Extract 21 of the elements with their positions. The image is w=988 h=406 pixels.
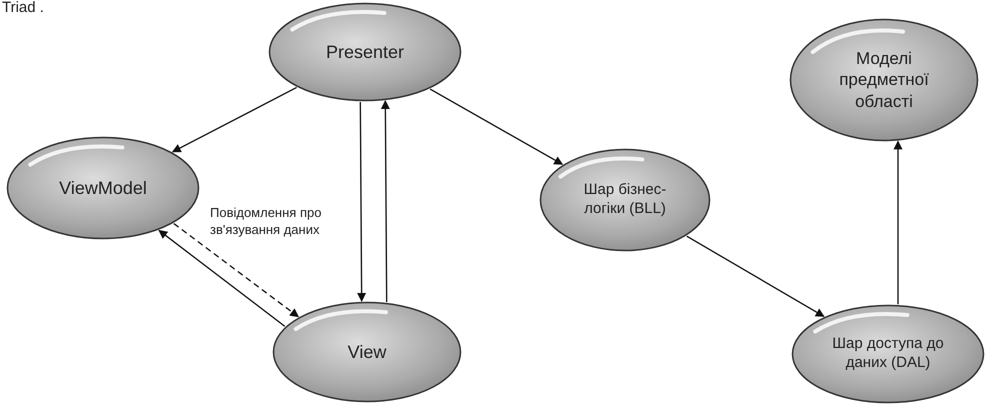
arrow [158, 230, 286, 327]
arrow [430, 88, 564, 165]
node-label: View [346, 340, 388, 364]
heading-fragment: Triad . [2, 0, 44, 15]
ellipse-node [272, 301, 462, 403]
ellipse-node [789, 18, 979, 142]
node-label: Шар доступа до даних (DAL) [831, 335, 945, 373]
ellipse-node [6, 136, 200, 240]
node-label: Моделі предметної області [838, 48, 930, 112]
arrow [357, 102, 366, 302]
node-label: ViewModel [58, 176, 148, 200]
arrow [172, 86, 297, 152]
ellipse-node [791, 304, 985, 404]
arrow [894, 140, 902, 304]
arrow [686, 236, 825, 318]
node-label: Шар бізнес-логіки (BLL) [582, 181, 668, 219]
dashed-arrow [173, 223, 300, 318]
ellipse-node [268, 2, 462, 102]
ellipse-node [539, 148, 711, 252]
node-label: Presenter [324, 40, 406, 64]
arrow [380, 100, 390, 302]
